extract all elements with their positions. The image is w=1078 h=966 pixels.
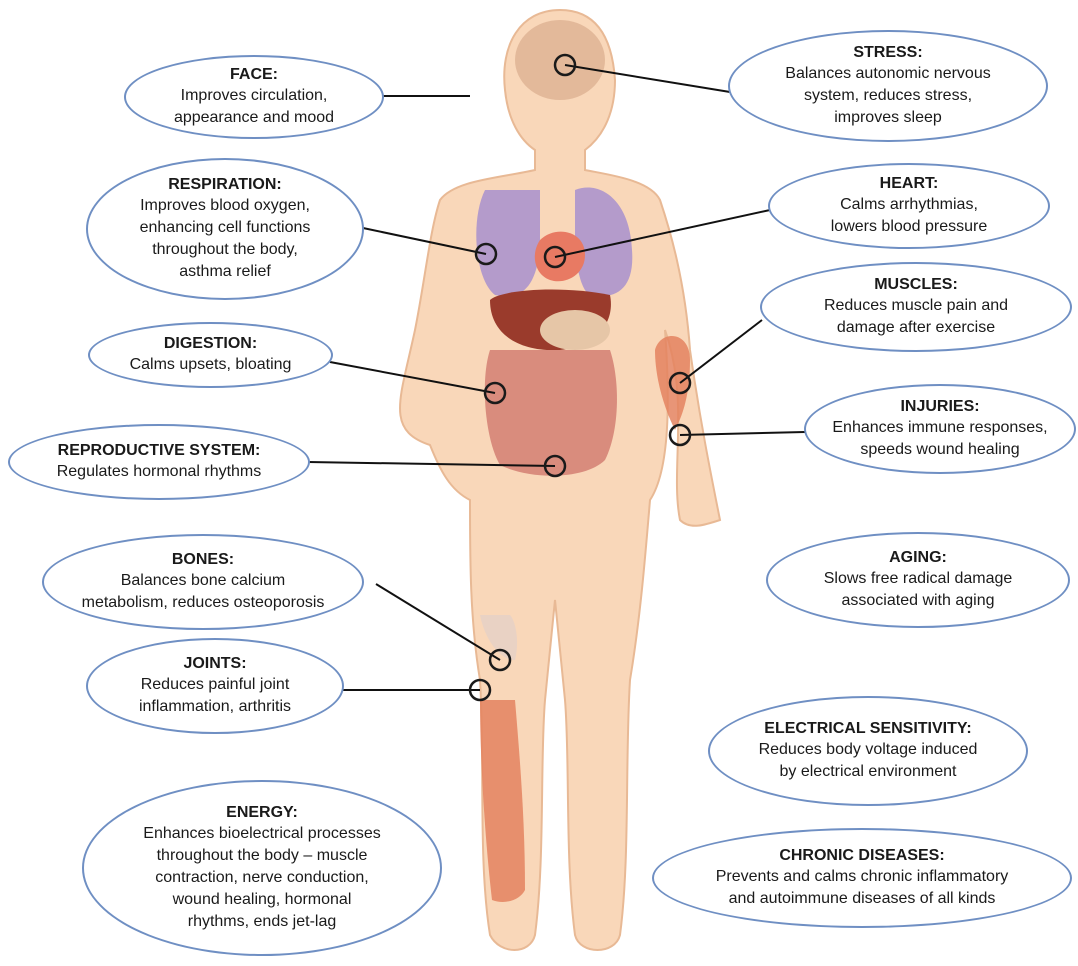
callout-title: INJURIES: (900, 397, 979, 417)
callout-title: AGING: (889, 548, 947, 568)
callout-text: Prevents and calms chronic inflammatory … (716, 866, 1009, 910)
callout-text: Improves blood oxygen, enhancing cell fu… (140, 195, 311, 283)
callout-face: FACE: Improves circulation, appearance a… (124, 55, 384, 139)
callout-title: STRESS: (853, 43, 922, 63)
callout-injuries: INJURIES: Enhances immune responses, spe… (804, 384, 1076, 474)
callout-title: ENERGY: (226, 803, 298, 823)
callout-electrical: ELECTRICAL SENSITIVITY: Reduces body vol… (708, 696, 1028, 806)
callout-energy: ENERGY: Enhances bioelectrical processes… (82, 780, 442, 956)
callout-text: Balances autonomic nervous system, reduc… (785, 63, 990, 129)
callout-muscles: MUSCLES: Reduces muscle pain and damage … (760, 262, 1072, 352)
callout-bones: BONES: Balances bone calcium metabolism,… (42, 534, 364, 630)
callout-digestion: DIGESTION: Calms upsets, bloating (88, 322, 333, 388)
line-muscles (680, 320, 762, 383)
brain (515, 20, 605, 100)
callout-text: Improves circulation, appearance and moo… (174, 85, 334, 129)
callout-heart: HEART: Calms arrhythmias, lowers blood p… (768, 163, 1050, 249)
callout-text: Reduces body voltage induced by electric… (759, 739, 978, 783)
callout-title: JOINTS: (183, 654, 246, 674)
callout-text: Calms arrhythmias, lowers blood pressure (831, 194, 988, 238)
callout-title: MUSCLES: (874, 275, 958, 295)
callout-text: Reduces muscle pain and damage after exe… (824, 295, 1008, 339)
callout-aging: AGING: Slows free radical damage associa… (766, 532, 1070, 628)
callout-text: Enhances bioelectrical processes through… (143, 823, 380, 933)
callout-text: Balances bone calcium metabolism, reduce… (82, 570, 325, 614)
callout-title: REPRODUCTIVE SYSTEM: (58, 441, 261, 461)
callout-text: Regulates hormonal rhythms (57, 461, 262, 483)
callout-text: Calms upsets, bloating (130, 354, 292, 376)
callout-title: HEART: (880, 174, 939, 194)
callout-text: Enhances immune responses, speeds wound … (832, 417, 1047, 461)
callout-title: ELECTRICAL SENSITIVITY: (764, 719, 971, 739)
callout-title: RESPIRATION: (168, 175, 281, 195)
callout-title: CHRONIC DISEASES: (779, 846, 944, 866)
stomach (540, 310, 610, 350)
callout-respiration: RESPIRATION: Improves blood oxygen, enha… (86, 158, 364, 300)
body-outline (400, 10, 720, 950)
callout-title: BONES: (172, 550, 234, 570)
callout-text: Slows free radical damage associated wit… (824, 568, 1013, 612)
callout-title: FACE: (230, 65, 278, 85)
callout-reproductive: REPRODUCTIVE SYSTEM: Regulates hormonal … (8, 424, 310, 500)
callout-stress: STRESS: Balances autonomic nervous syste… (728, 30, 1048, 142)
callout-chronic: CHRONIC DISEASES: Prevents and calms chr… (652, 828, 1072, 928)
body-silhouette (400, 10, 720, 950)
callout-text: Reduces painful joint inflammation, arth… (139, 674, 291, 718)
callout-title: DIGESTION: (164, 334, 257, 354)
callout-joints: JOINTS: Reduces painful joint inflammati… (86, 638, 344, 734)
